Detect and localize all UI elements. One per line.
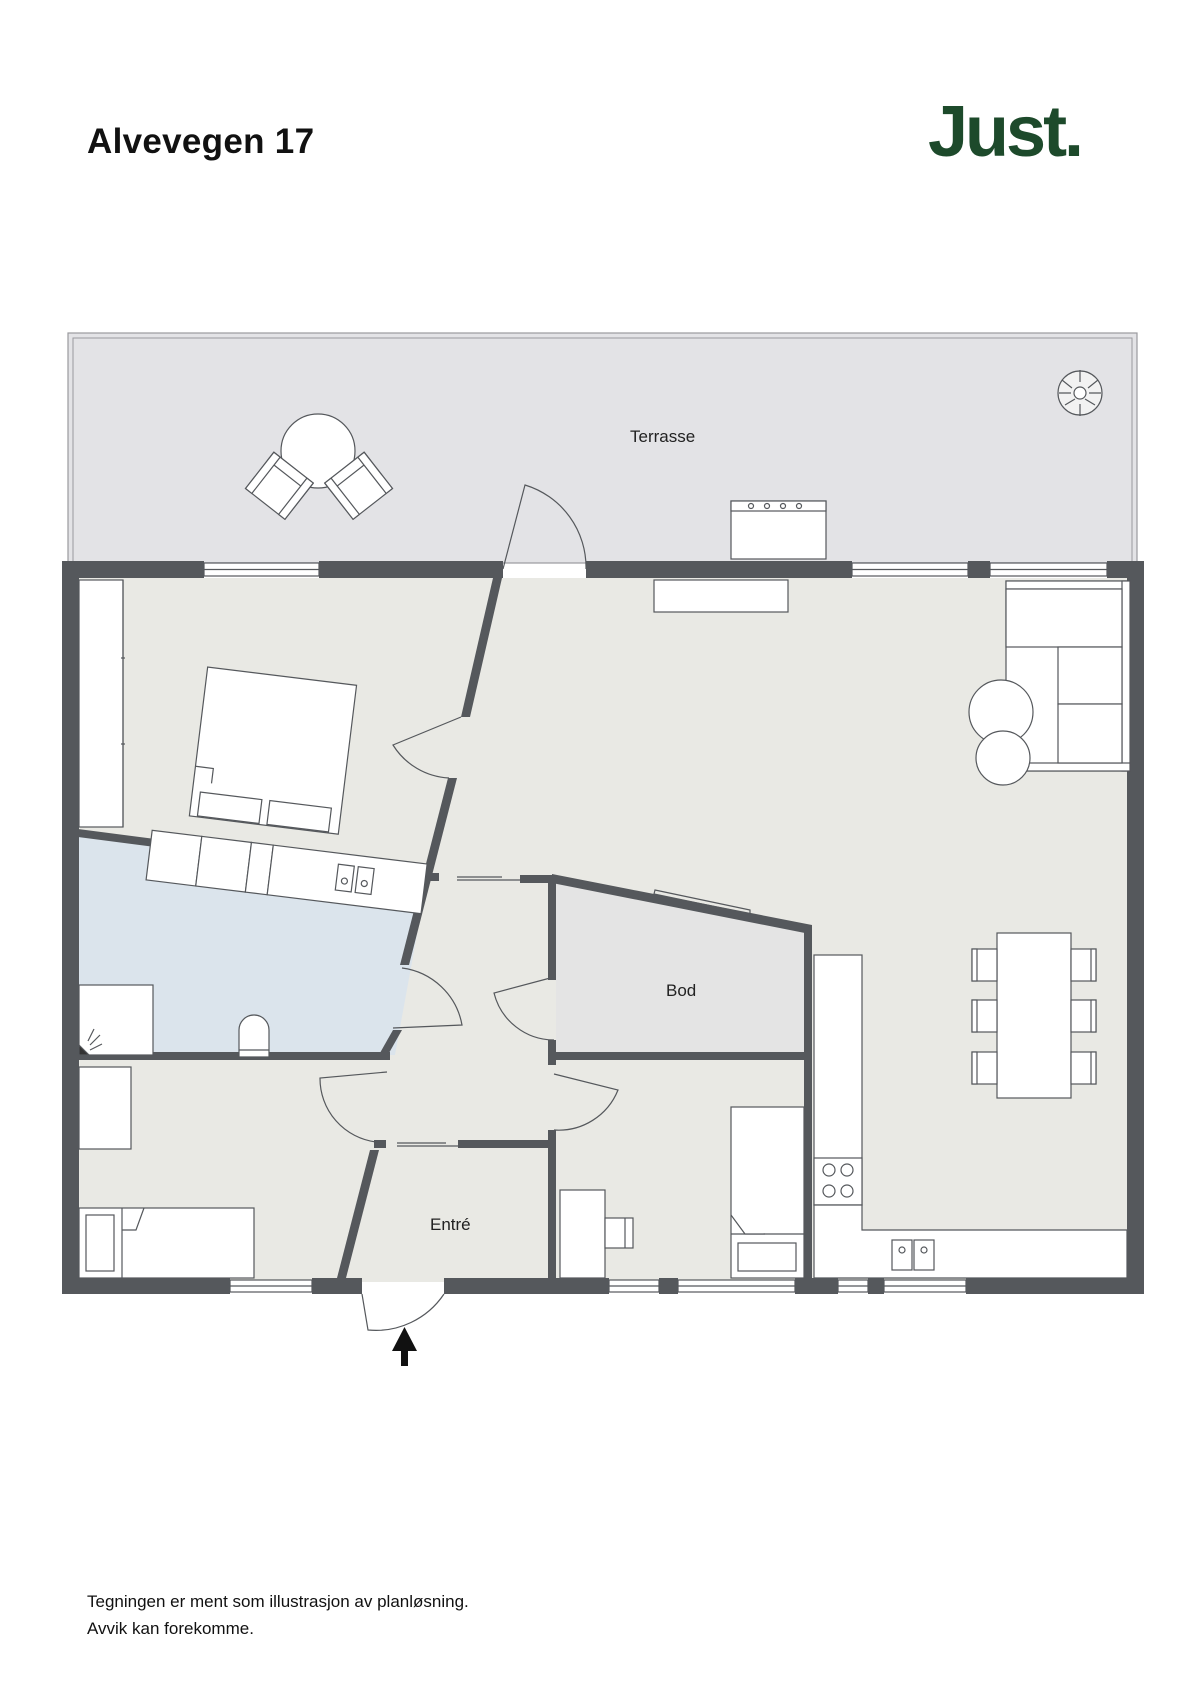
storage-door	[493, 976, 555, 1041]
wall-right	[1127, 561, 1144, 1294]
disclaimer-line-1: Tegningen er ment som illustrasjon av pl…	[87, 1592, 469, 1611]
wall-storage-bottom	[548, 1052, 812, 1060]
terrace-door	[502, 484, 587, 570]
label-terrace: Terrasse	[630, 427, 695, 446]
wall-bath-bottom	[78, 1052, 390, 1060]
bedroom2-door	[319, 1071, 388, 1143]
wall-bottom-a	[62, 1278, 230, 1294]
wardrobe	[78, 579, 124, 828]
tv-bench	[653, 579, 789, 613]
bedroom-door	[392, 716, 462, 779]
wall-diagonal-a	[461, 578, 502, 717]
furniture	[78, 370, 1131, 1279]
bedroom2-cabinet	[78, 1066, 132, 1150]
sofa	[1005, 580, 1131, 772]
wall-storage-top	[552, 874, 812, 934]
dining-chairs	[971, 948, 1097, 1085]
terrace-chair-right	[323, 451, 394, 521]
toilet	[238, 1014, 270, 1058]
wall-top-left-a	[62, 561, 204, 578]
wall-storage-left	[548, 875, 556, 980]
wall-diagonal-b	[400, 778, 457, 965]
wall-top-mid	[586, 561, 852, 578]
wall-bottom-d	[659, 1278, 678, 1294]
terrace-chair-left	[244, 451, 315, 521]
kitchen-counter	[813, 954, 1128, 1279]
terrace-table	[280, 413, 356, 489]
plant-icon	[1057, 370, 1103, 416]
wall-diagonal-d	[337, 1150, 379, 1278]
desk	[559, 1189, 634, 1279]
page-title: Alvevegen 17	[87, 122, 315, 161]
brand-logo: Just.	[928, 92, 1084, 172]
entrance-door	[361, 1293, 445, 1331]
double-bed	[188, 666, 358, 835]
bathroom-counter	[145, 829, 428, 915]
wall-bottom-c	[444, 1278, 609, 1294]
doors	[319, 484, 751, 1331]
wall-bottom-b	[312, 1278, 362, 1294]
terrace-grill	[730, 500, 827, 560]
wall-hall-top	[520, 875, 556, 883]
storage-floor	[556, 880, 806, 1057]
wall-left	[62, 561, 79, 1294]
label-storage: Bod	[666, 981, 696, 1000]
terrace-area	[67, 332, 1138, 564]
disclaimer-line-2: Avvik kan forekomme.	[87, 1619, 254, 1638]
side-table-2	[975, 730, 1031, 786]
wall-bottom-e	[795, 1278, 838, 1294]
wall-entre-top-b	[374, 1140, 386, 1148]
wall-kitchen-left	[804, 925, 812, 1278]
wall-bottom-g	[966, 1278, 1127, 1294]
entrance-arrow-icon	[392, 1327, 417, 1366]
wall-room3-left	[548, 1130, 556, 1280]
wall-entre-top	[458, 1140, 556, 1148]
single-bed-1	[78, 1207, 255, 1279]
bathroom-door	[392, 967, 463, 1029]
room3-door	[553, 1073, 619, 1131]
wall-top-right-a	[968, 561, 990, 578]
label-entrance: Entré	[430, 1215, 471, 1234]
wall-bath-right-stub	[427, 873, 439, 881]
windows	[203, 562, 1108, 1293]
wall-bottom-f	[868, 1278, 884, 1294]
disclaimer: Tegningen er ment som illustrasjon av pl…	[87, 1588, 469, 1642]
wall-top-left-b	[319, 561, 503, 578]
dining-table	[996, 932, 1072, 1099]
single-bed-2	[730, 1106, 805, 1279]
